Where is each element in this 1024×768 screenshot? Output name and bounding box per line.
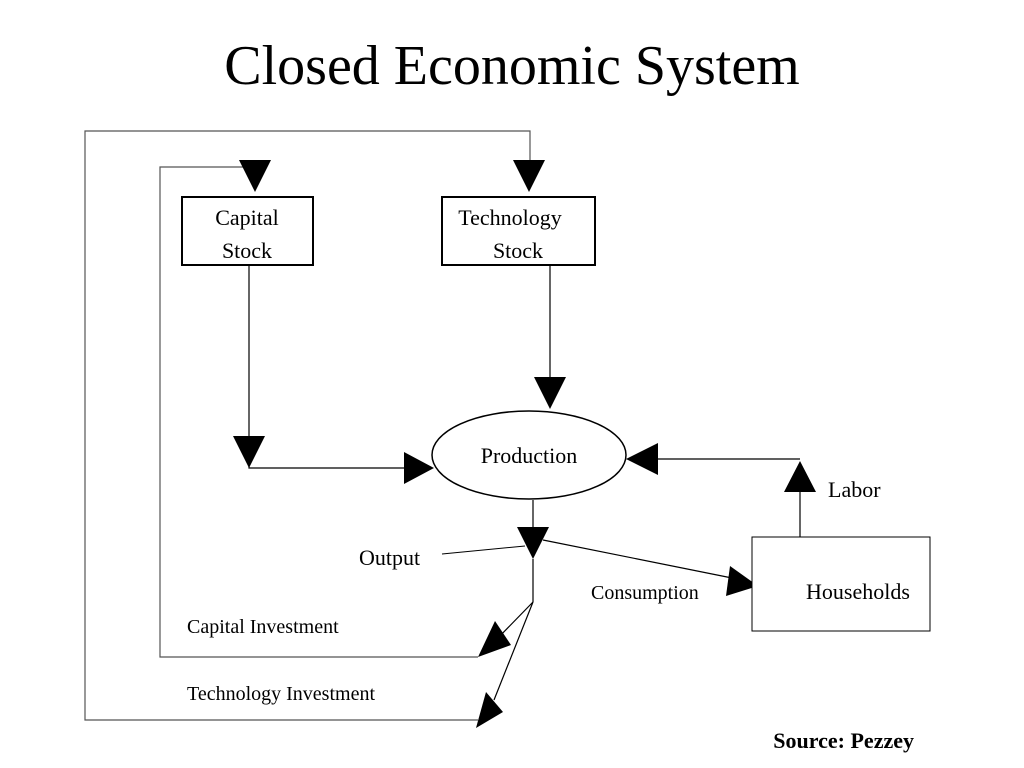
capital-investment-arrowhead	[478, 621, 511, 657]
capital-investment-loop-line	[159, 166, 478, 658]
production-node	[431, 410, 627, 500]
production-right-inflow-arrowhead	[626, 443, 658, 475]
capital-to-production-line	[248, 266, 405, 469]
production-left-inflow-arrowhead	[404, 452, 434, 484]
capital-stock-box	[181, 196, 314, 266]
technology-stock-label-line2: Stock	[493, 238, 543, 263]
consumption-label: Consumption	[591, 582, 699, 604]
capital-stock-inflow-arrowhead	[239, 160, 271, 192]
technology-investment-loop-line	[84, 130, 531, 721]
consumption-arrowhead	[726, 566, 758, 596]
capital-stock-label-line2: Stock	[222, 238, 272, 263]
capital-investment-label: Capital Investment	[187, 616, 339, 638]
capital-down-arrowhead	[233, 436, 265, 468]
source-credit: Source: Pezzey	[773, 728, 914, 753]
labor-up-arrowhead	[784, 461, 816, 492]
labor-label: Labor	[828, 477, 881, 502]
technology-stock-inflow-arrowhead	[513, 160, 545, 192]
consumption-flow-line	[542, 539, 733, 579]
technology-stock-box	[441, 196, 596, 266]
households-label: Households	[806, 579, 910, 604]
output-label: Output	[359, 545, 420, 570]
technology-investment-diagonal-line	[493, 601, 534, 701]
production-top-inflow-arrowhead	[534, 377, 566, 409]
output-label-pointer-line	[441, 545, 526, 555]
technology-stock-label-line1: Technology	[458, 205, 562, 230]
technology-investment-arrowhead	[476, 692, 503, 728]
slide-title: Closed Economic System	[224, 35, 800, 97]
output-down-arrowhead	[517, 527, 549, 559]
technology-investment-label: Technology Investment	[187, 683, 375, 705]
production-label: Production	[481, 443, 578, 468]
households-box	[751, 536, 931, 632]
capital-stock-label-line1: Capital	[215, 205, 279, 230]
